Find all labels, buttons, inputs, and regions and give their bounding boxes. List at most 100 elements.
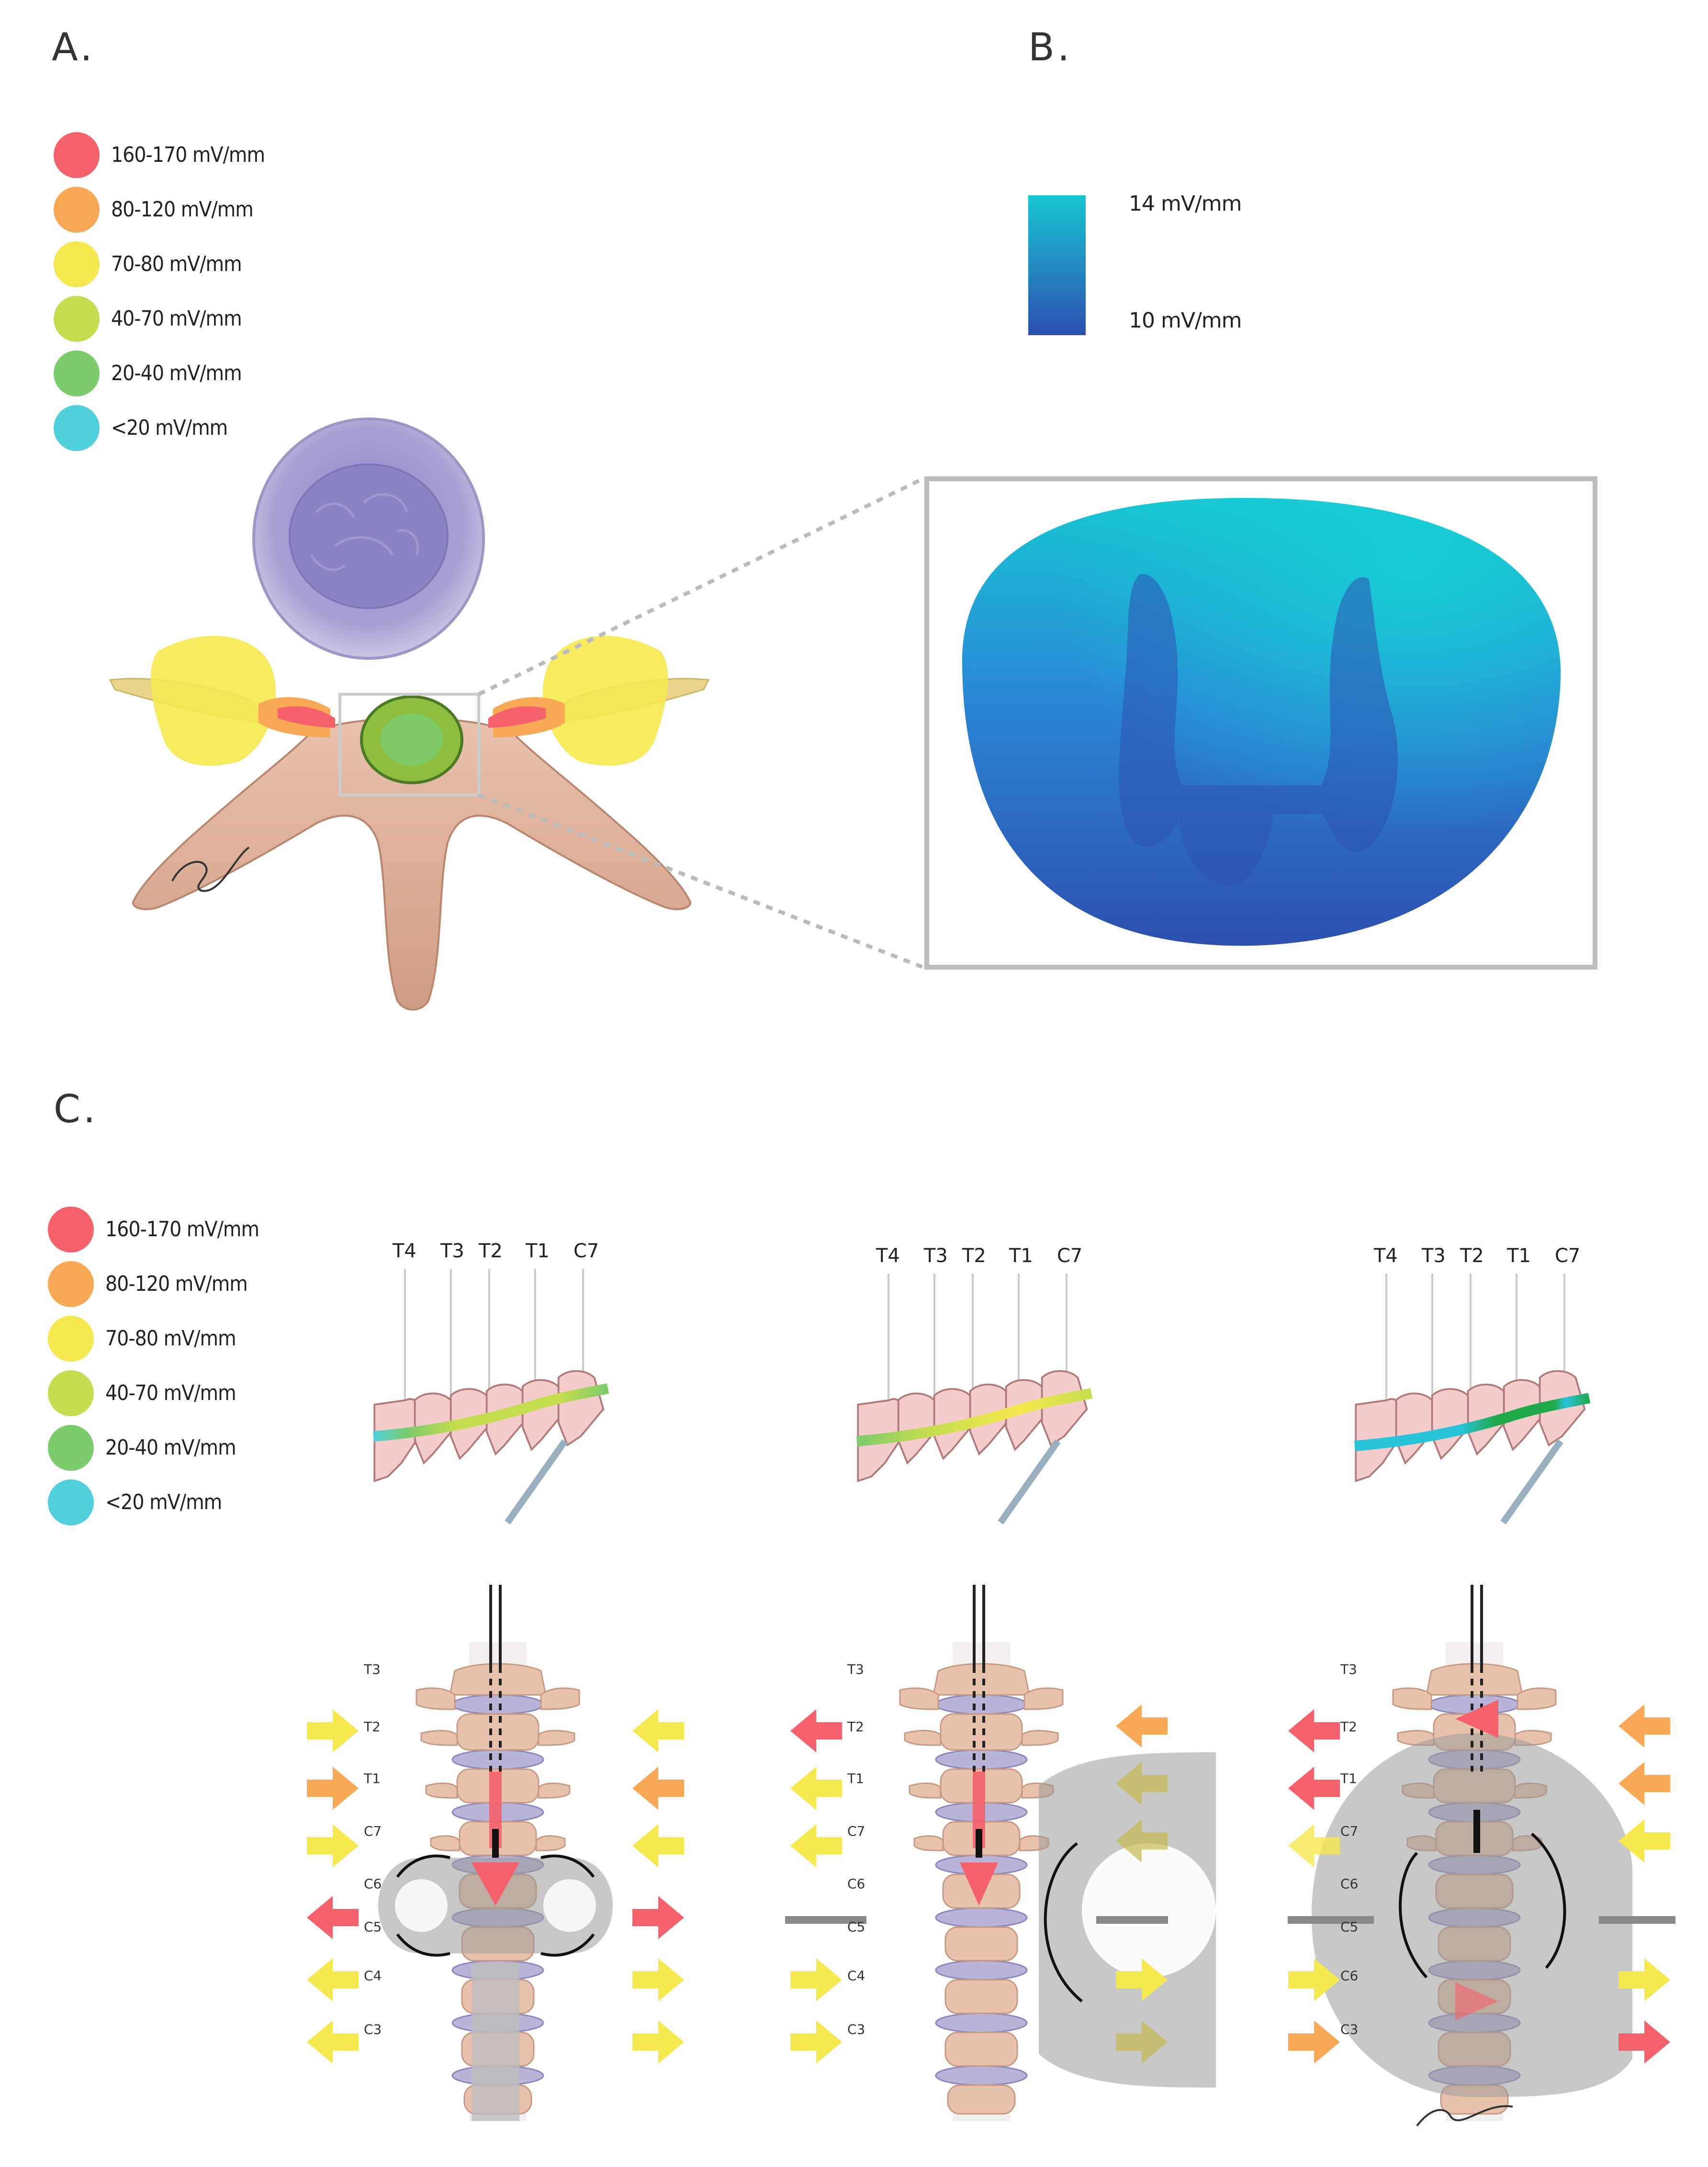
legend-swatch-orange (48, 1261, 94, 1307)
spine-level-label: T1 (1340, 1771, 1357, 1786)
coil-large-3 (1312, 1733, 1632, 2097)
spine-level-label: T2 (364, 1719, 381, 1735)
cord-field-strip-3 (1354, 1393, 1591, 1451)
field-zone-yellow-left (150, 635, 276, 766)
nucleus (289, 463, 449, 609)
cord-field-strip-1 (373, 1383, 609, 1442)
spine-level-label: C4 (847, 1968, 865, 1984)
vertebra-label: T3 (924, 1245, 948, 1267)
vertebra-label: C7 (573, 1240, 599, 1262)
legend-label: 160-170 mV/mm (105, 1217, 259, 1242)
legend-swatch-lightgreen (54, 296, 100, 342)
vertebra-label: C7 (1057, 1245, 1083, 1267)
panel-label-c: C. (54, 1087, 99, 1131)
zoom-connector-bottom (478, 793, 924, 969)
vertebra-label: T2 (962, 1245, 986, 1267)
legend-label: 40-70 mV/mm (105, 1381, 236, 1405)
legend-label: 20-40 mV/mm (111, 361, 242, 385)
legend-label: <20 mV/mm (105, 1490, 222, 1514)
spine-level-label: C3 (1340, 2021, 1359, 2037)
legend-swatch-green (48, 1425, 94, 1471)
legend-swatch-cyan (48, 1479, 94, 1525)
legend-swatch-yellow (54, 241, 100, 287)
vertebra-label: T3 (1422, 1245, 1446, 1267)
vertebra-label: T1 (526, 1240, 550, 1262)
colorbar-max-label: 14 mV/mm (1129, 192, 1242, 216)
legend-label: 70-80 mV/mm (105, 1326, 236, 1351)
colorbar-min-label: 10 mV/mm (1129, 308, 1242, 333)
field-zone-yellow-right (542, 635, 668, 766)
spine-level-label: C7 (364, 1823, 382, 1839)
legend-label: 80-120 mV/mm (105, 1272, 248, 1296)
vertebra-label: T2 (479, 1240, 503, 1262)
spine-level-label: C5 (364, 1919, 382, 1935)
vertebra-label: T4 (1374, 1245, 1398, 1267)
vertebra-label: T3 (440, 1240, 464, 1262)
legend-swatch-green (54, 350, 100, 396)
vertebra-label-row-1: T4 T3 T2 T1 C7 (373, 1240, 641, 1278)
sagittal-view-3 (1354, 1274, 1591, 1525)
artist-signature (171, 846, 250, 892)
spine-level-label: C6 (1340, 1876, 1359, 1892)
spine-level-label: C6 (1340, 1968, 1359, 1984)
legend-c: 160-170 mV/mm 80-120 mV/mm 70-80 mV/mm 4… (48, 1207, 316, 1542)
vertebra-label-row-3: T4 T3 T2 T1 C7 (1355, 1245, 1623, 1283)
coronal-view-1 (307, 1585, 684, 2121)
vertebra-label: T4 (876, 1245, 900, 1267)
legend-swatch-red (54, 132, 100, 178)
legend-label: 160-170 mV/mm (111, 143, 265, 167)
vertebra-bone (132, 717, 691, 1011)
panel-c-illustration (307, 1269, 1675, 2127)
field-map-cord (962, 498, 1561, 946)
spine-labels-1: T3 T2 T1 C7 C6 C5 C4 C3 (364, 1661, 402, 2054)
spine-labels-3: T3 T2 T1 C7 C6 C5 C6 C3 (1340, 1661, 1379, 2054)
legend-a: 160-170 mV/mm 80-120 mV/mm 70-80 mV/mm 4… (54, 132, 322, 458)
coronal-view-2 (785, 1585, 1216, 2121)
spine-level-label: C3 (364, 2021, 382, 2037)
vertebra-label: T4 (393, 1240, 416, 1262)
spine-level-label: C7 (1340, 1823, 1359, 1839)
vertebra-label: T2 (1460, 1245, 1484, 1267)
electrode-lead-2 (998, 1439, 1061, 1525)
legend-label: 40-70 mV/mm (111, 306, 242, 331)
spine-level-label: T1 (364, 1771, 381, 1786)
electrode-lead-3 (1500, 1439, 1563, 1525)
spine-level-label: T3 (847, 1661, 864, 1677)
cord-field-strip-2 (856, 1388, 1093, 1446)
spine-level-label: T2 (847, 1719, 864, 1735)
spine-level-label: T1 (847, 1771, 864, 1786)
panel-label-b: B. (1028, 25, 1073, 69)
coronal-view-3 (1288, 1585, 1675, 2127)
colorbar (1028, 195, 1086, 335)
spine-level-label: C5 (1340, 1919, 1359, 1935)
sagittal-view-1 (373, 1269, 609, 1525)
spine-level-label: T2 (1340, 1719, 1357, 1735)
legend-label: 70-80 mV/mm (111, 252, 242, 276)
spine-level-label: C6 (364, 1876, 382, 1892)
panel-ab-illustration (109, 418, 1597, 1011)
legend-swatch-lightgreen (48, 1370, 94, 1416)
spine-level-label: C4 (364, 1968, 382, 1984)
nucleus-texture (310, 493, 419, 571)
field-zone-red-right (488, 706, 546, 728)
legend-label: 20-40 mV/mm (105, 1435, 236, 1460)
field-zone-red-left (278, 706, 335, 728)
artist-signature (1416, 2105, 1513, 2127)
spine-level-label: C6 (847, 1876, 865, 1892)
legend-swatch-orange (54, 187, 100, 233)
cord-gray-matter (380, 713, 443, 766)
spine-level-label: T3 (364, 1661, 381, 1677)
vertebra-label: T1 (1507, 1245, 1531, 1267)
spine-level-label: C7 (847, 1823, 865, 1839)
vertebra-label: C7 (1555, 1245, 1581, 1267)
legend-label: 80-120 mV/mm (111, 197, 254, 222)
legend-label: <20 mV/mm (111, 416, 228, 440)
vertebra-label: T1 (1009, 1245, 1033, 1267)
panel-label-a: A. (52, 25, 95, 69)
sagittal-view-2 (856, 1274, 1093, 1525)
spine-labels-2: T3 T2 T1 C7 C6 C5 C4 C3 (847, 1661, 886, 2054)
spine-level-label: T3 (1340, 1661, 1357, 1677)
legend-swatch-cyan (54, 405, 100, 451)
spine-level-label: C5 (847, 1919, 865, 1935)
legend-swatch-yellow (48, 1316, 94, 1362)
